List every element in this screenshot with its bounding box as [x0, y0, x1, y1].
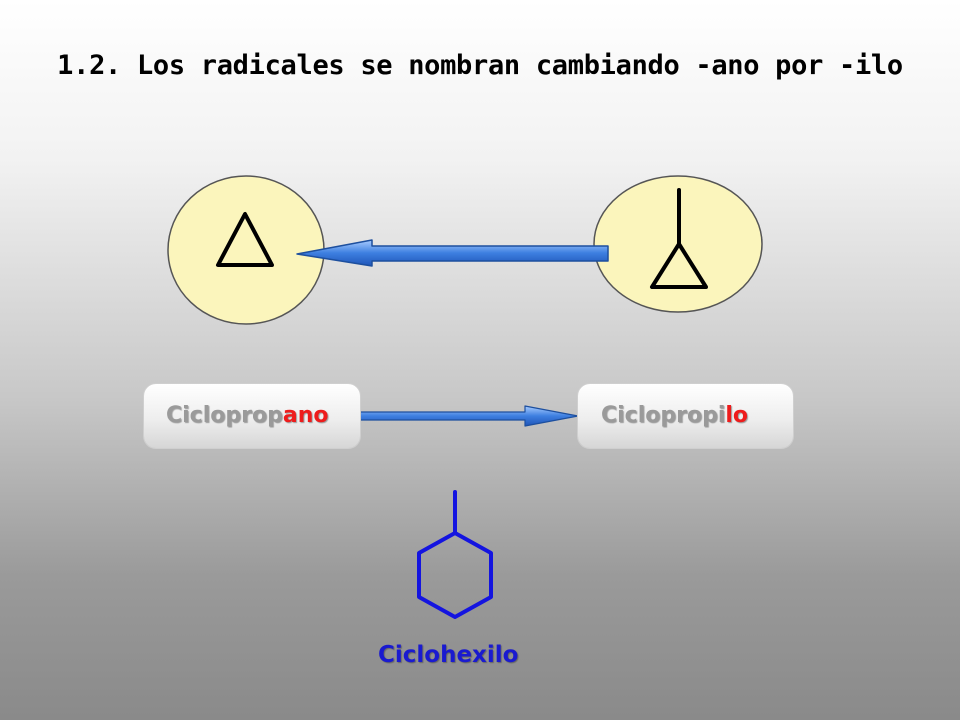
- slide-title: 1.2. Los radicales se nombran cambiando …: [57, 50, 903, 81]
- cyclopropane-suffix: ano: [282, 403, 329, 428]
- cyclopropane-triangle: [216, 212, 274, 267]
- cyclopropyl-box: [578, 384, 793, 448]
- cyclopropane-stem: Ciclo​prop: [166, 403, 283, 428]
- big-left-arrow: [296, 239, 609, 267]
- cyclohexane-hexagon: [417, 531, 493, 619]
- cyclopropyl-label: Ciclopropilo: [601, 403, 748, 428]
- small-right-arrow: [359, 405, 579, 427]
- cyclopropane-label: Ciclo​propano: [166, 403, 328, 428]
- cyclopropane-circle: [167, 175, 325, 325]
- cyclopropane-box: [144, 384, 360, 448]
- cyclohexyl-label: Ciclohexilo: [378, 642, 519, 668]
- cyclopropyl-suffix: lo: [725, 403, 749, 428]
- cyclopropyl-stem: Ciclopropi: [601, 403, 726, 428]
- cyclopropyl-triangle: [650, 242, 708, 289]
